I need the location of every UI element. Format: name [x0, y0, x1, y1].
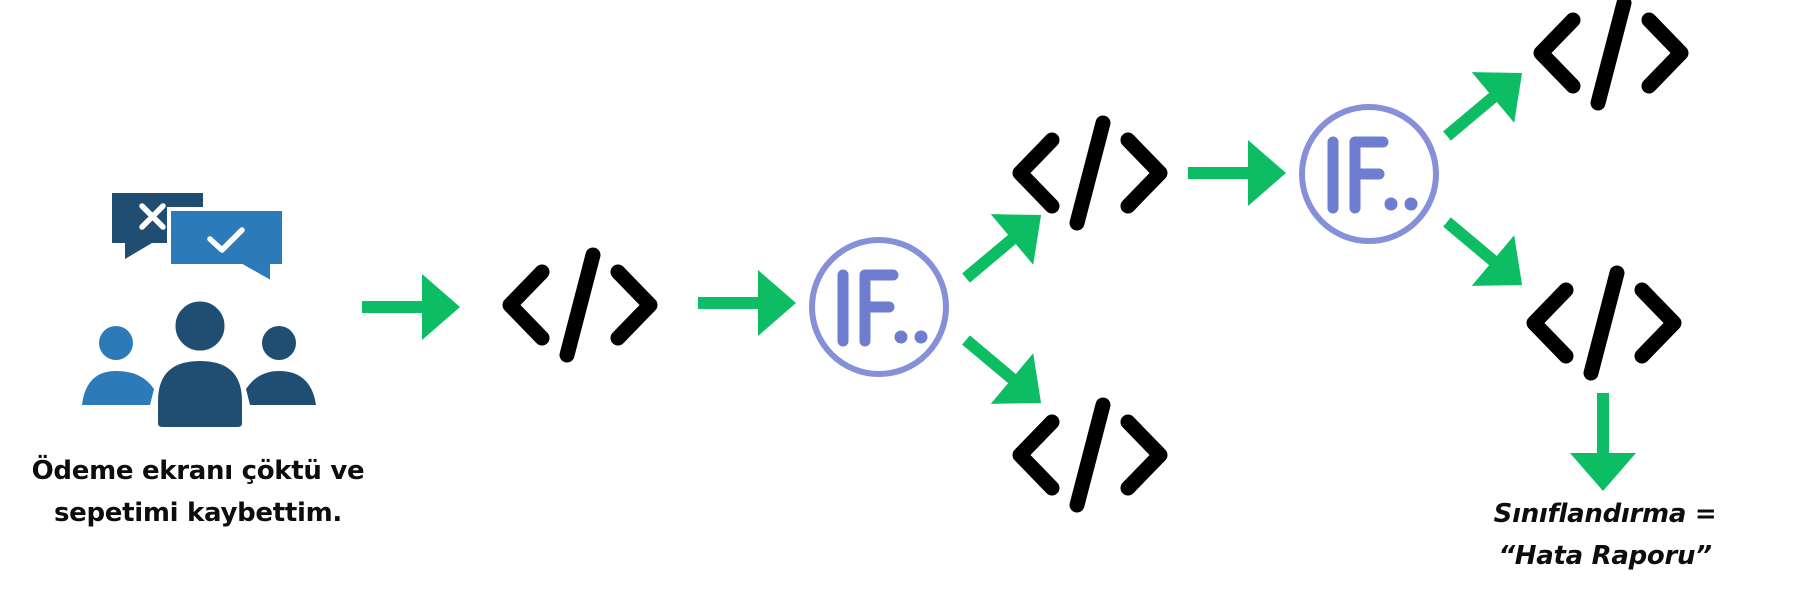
arrow-input-to-code-1 [362, 274, 460, 340]
person-left-icon [82, 326, 154, 405]
code-icon [1534, 273, 1674, 373]
arrow-code-5-to-result [1570, 393, 1636, 491]
input-caption-line-1: Ödeme ekranı çöktü ve [31, 456, 365, 486]
person-center-icon [154, 298, 246, 431]
if-condition-icon [1302, 107, 1436, 241]
code-icon [510, 255, 650, 355]
result-caption: Sınıflandırma = “Hata Raporu” [1440, 493, 1770, 577]
result-caption-line-2: “Hata Raporu” [1498, 541, 1712, 571]
arrow-if-2-to-code-4 [1425, 47, 1544, 162]
person-right-icon [246, 326, 316, 405]
arrow-code-1-to-if-1 [698, 270, 796, 336]
input-caption: Ödeme ekranı çöktü ve sepetimi kaybettim… [0, 450, 396, 534]
code-icon [1020, 405, 1160, 505]
user-group-feedback-icon [70, 185, 330, 435]
result-caption-line-1: Sınıflandırma = [1493, 499, 1717, 529]
arrow-code-2-to-if-2 [1188, 140, 1286, 206]
if-condition-icon [812, 240, 946, 374]
arrow-if-2-to-code-5 [1425, 196, 1544, 311]
input-caption-line-2: sepetimi kaybettim. [53, 498, 343, 528]
approve-bubble-icon [167, 207, 286, 287]
code-icon [1020, 123, 1160, 223]
arrow-if-1-to-code-3 [944, 314, 1063, 429]
code-icon [1541, 3, 1681, 103]
